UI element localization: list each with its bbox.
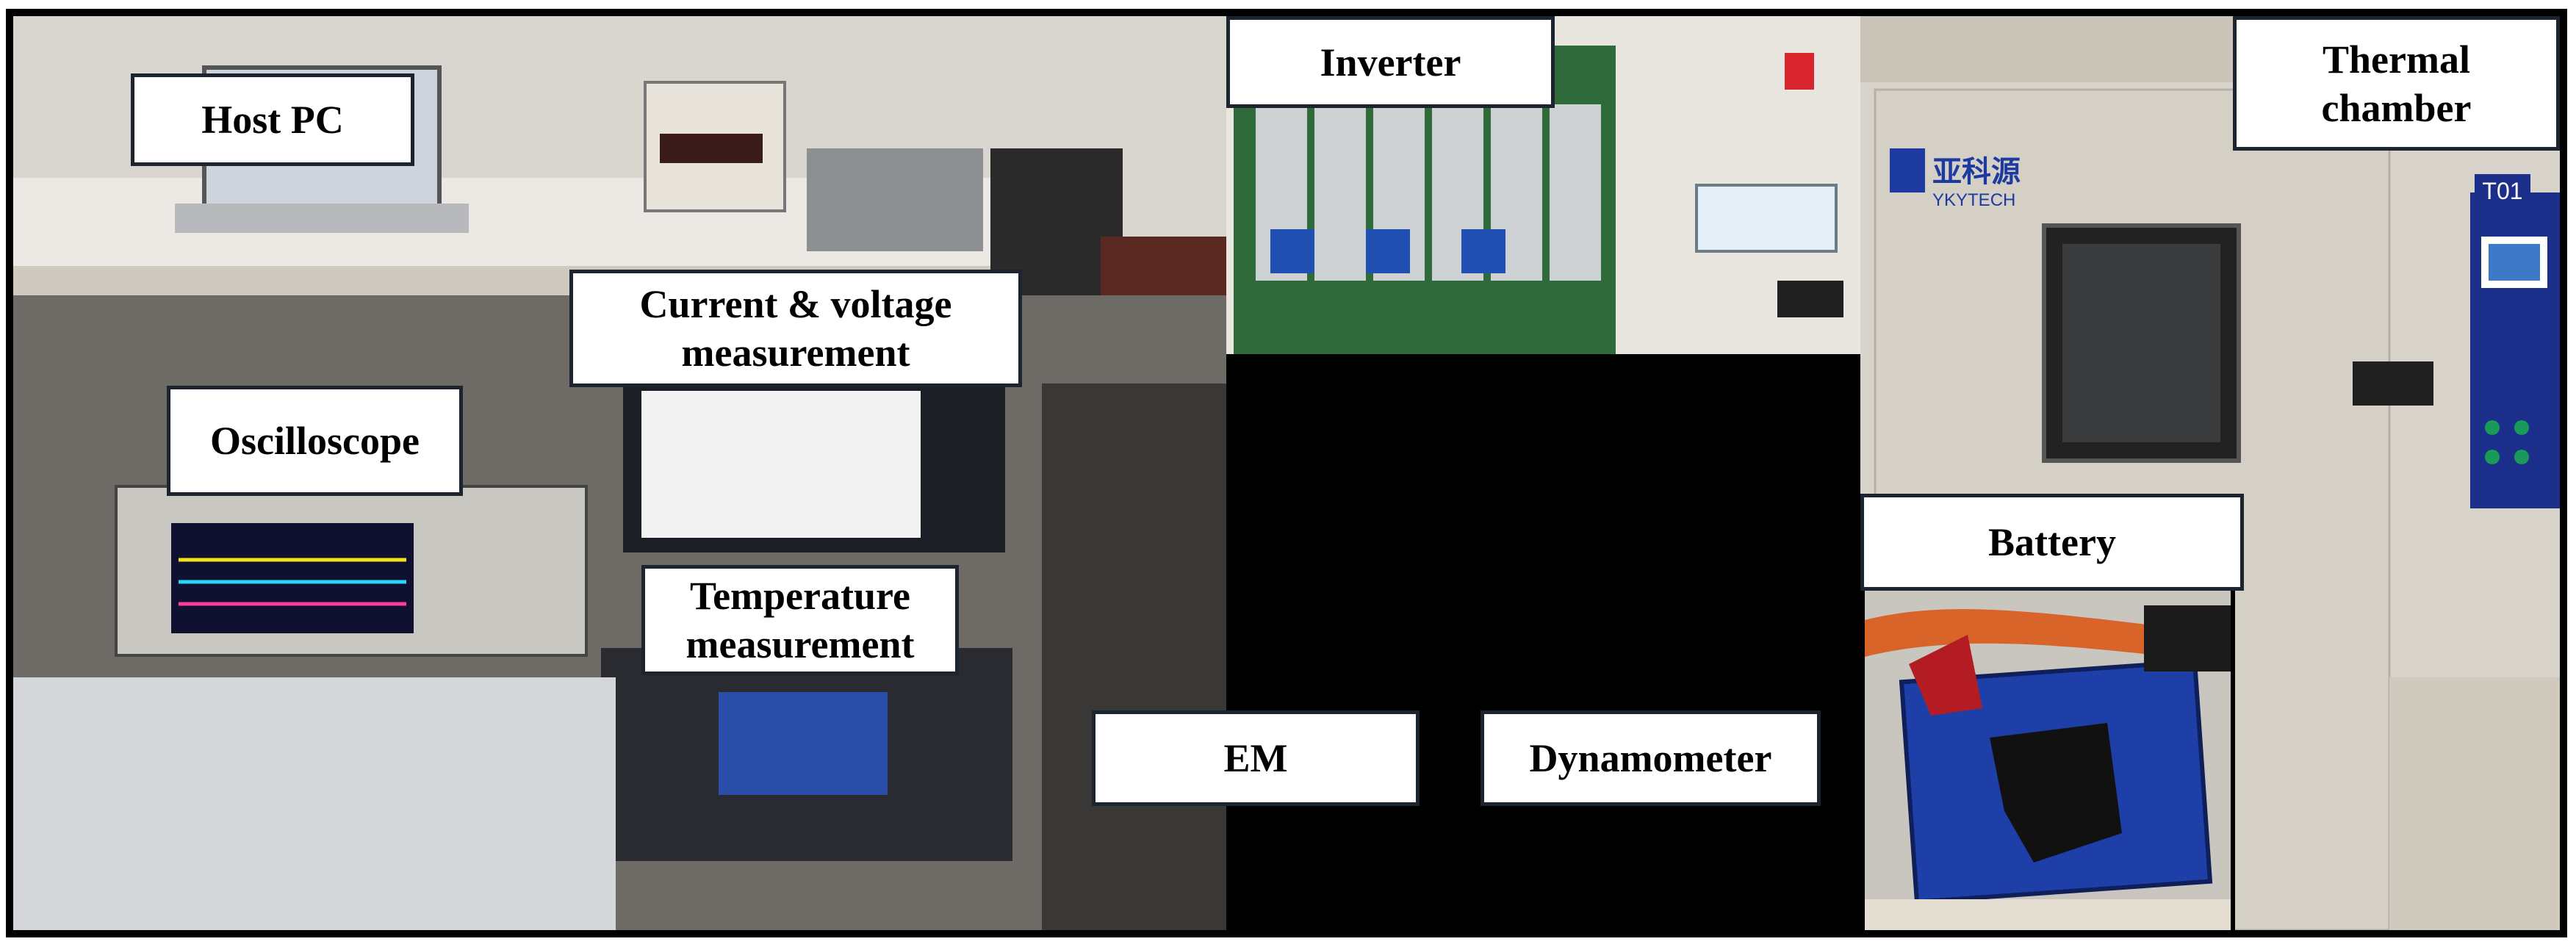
battery-photo — [1860, 586, 2235, 930]
chamber-brand-cn: 亚科源 — [1932, 155, 2021, 189]
label-battery: Battery — [1860, 494, 2244, 591]
label-em: EM — [1092, 710, 1420, 806]
label-thermal-chamber: Thermal chamber — [2233, 16, 2560, 151]
chamber-model-tag: T01 — [2482, 178, 2522, 204]
label-dynamometer: Dynamometer — [1481, 710, 1821, 806]
label-host-pc: Host PC — [131, 73, 414, 166]
label-inverter: Inverter — [1226, 16, 1555, 108]
label-current-voltage: Current & voltage measurement — [569, 270, 1022, 387]
chamber-brand-en: YKYTECH — [1932, 190, 2015, 210]
figure-frame: 亚科源 YKYTECH T01 Host PC Current & voltag… — [6, 9, 2567, 937]
label-temperature: Temperature measurement — [641, 565, 959, 675]
label-oscilloscope: Oscilloscope — [167, 386, 463, 496]
